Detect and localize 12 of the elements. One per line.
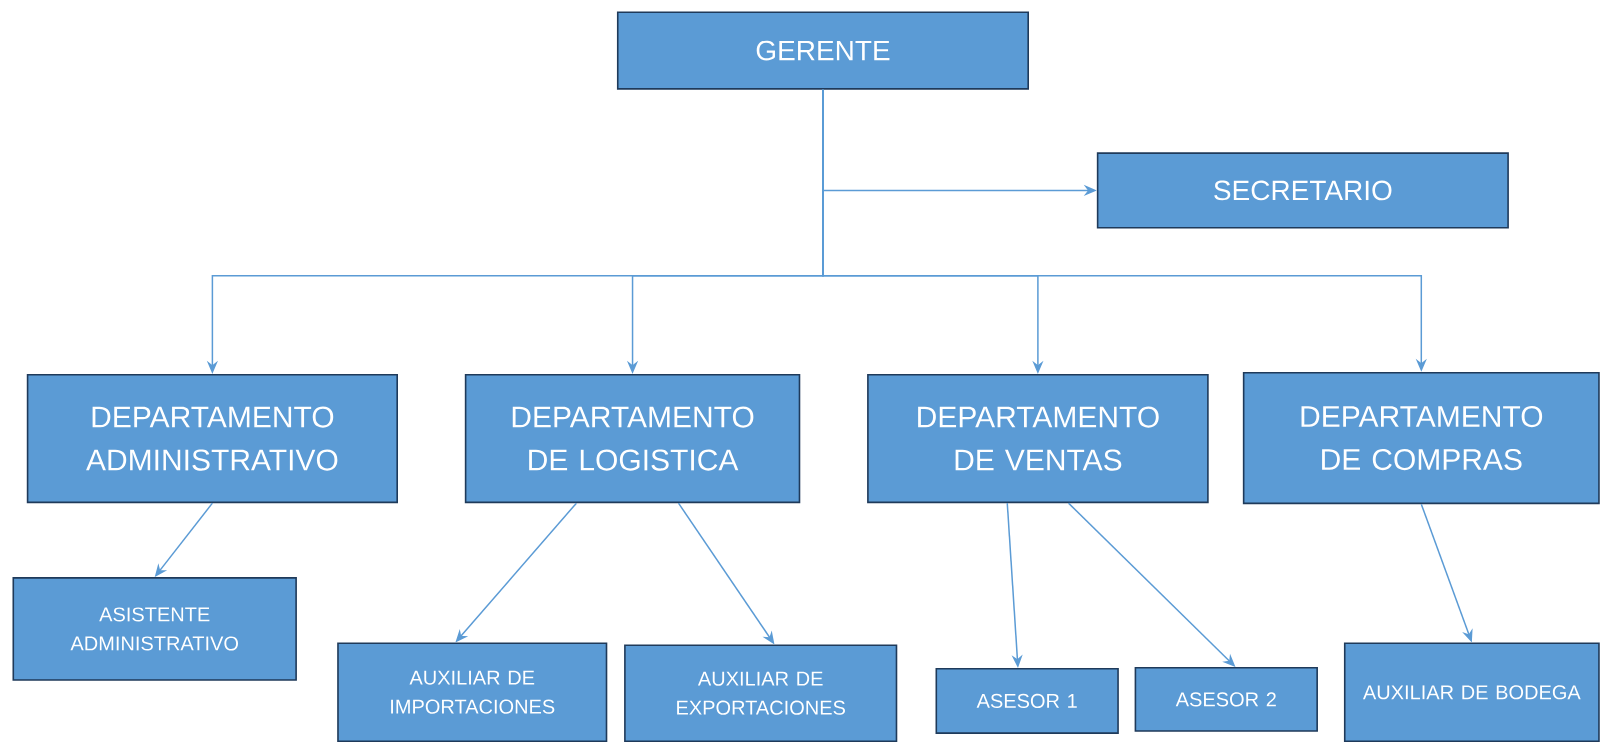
org-box: DEPARTAMENTO DE COMPRAS — [1242, 371, 1600, 505]
org-box: AUXILIAR DE BODEGA — [1343, 642, 1600, 743]
org-box: ASISTENTE ADMINISTRATIVO — [12, 577, 297, 681]
org-box: ASESOR 2 — [1134, 666, 1318, 732]
org-box: DEPARTAMENTO ADMINISTRATIVO — [26, 373, 398, 504]
org-box: GERENTE — [616, 11, 1029, 90]
org-box: ASESOR 1 — [935, 668, 1119, 734]
org-box: SECRETARIO — [1096, 152, 1509, 229]
org-box: AUXILIAR DE EXPORTACIONES — [624, 644, 898, 743]
org-box: AUXILIAR DE IMPORTACIONES — [337, 642, 608, 743]
org-box: DEPARTAMENTO DE LOGISTICA — [464, 373, 801, 504]
org-box: DEPARTAMENTO DE VENTAS — [867, 373, 1209, 504]
